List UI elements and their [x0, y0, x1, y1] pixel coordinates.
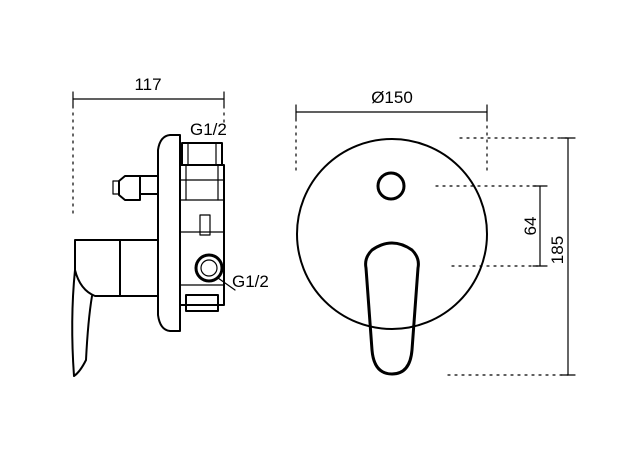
width-dimension-label: 117 — [134, 75, 161, 94]
lever-handle — [71, 239, 159, 377]
handle-offset-label: 64 — [521, 217, 540, 236]
top-thread-label: G1/2 — [190, 120, 227, 139]
diameter-dimension: Ø150 — [295, 88, 488, 171]
diameter-dimension-label: Ø150 — [371, 88, 413, 107]
side-view: 117 G1/2 G1/2 — [71, 75, 269, 377]
width-dimension: 117 — [72, 75, 225, 215]
side-thread-label: G1/2 — [232, 272, 269, 291]
total-height-label: 185 — [548, 236, 567, 264]
wall-plate-profile — [157, 134, 181, 332]
front-view: Ø150 64 185 — [295, 88, 576, 376]
diverter-knob — [376, 171, 406, 201]
mixer-body — [179, 142, 225, 312]
handle-offset-dimension: 64 — [435, 185, 548, 267]
wall-plate-front — [296, 138, 488, 330]
diverter-stem — [112, 175, 159, 201]
side-inlet-circle — [194, 253, 224, 283]
handle-front — [364, 241, 420, 376]
total-height-dimension: 185 — [447, 137, 576, 376]
